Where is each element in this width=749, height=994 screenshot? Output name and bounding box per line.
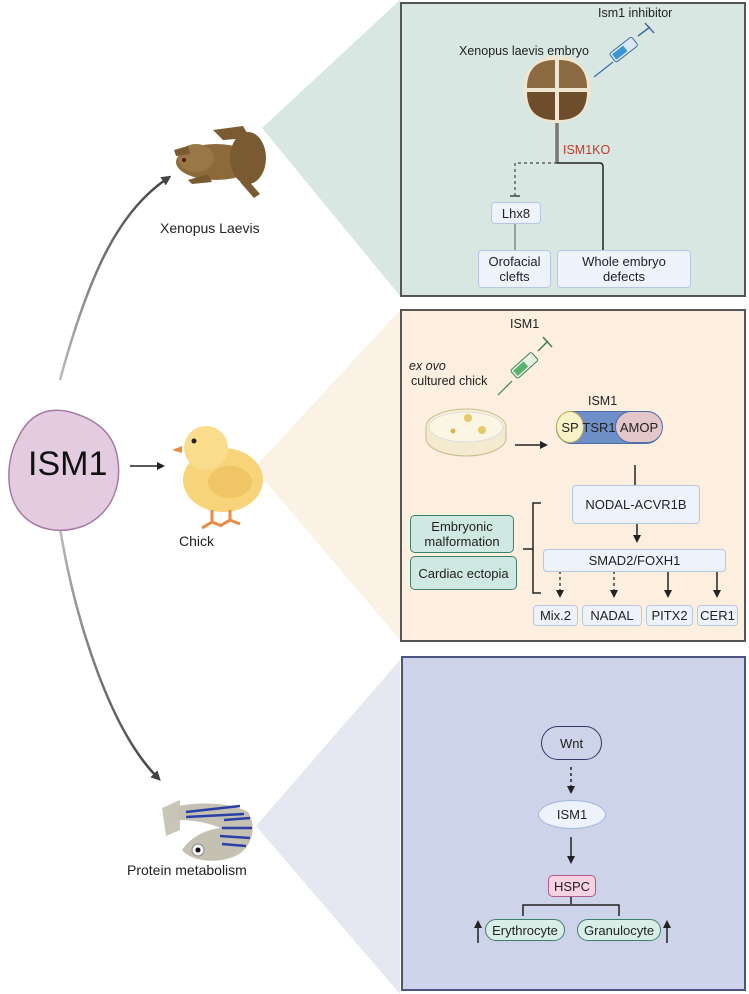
xenopus-embryo-label: Xenopus laevis embryo <box>459 44 589 58</box>
organism-label-zebrafish: Protein metabolism <box>127 862 247 878</box>
node-orofacial-clefts: Orofacial clefts <box>478 250 551 288</box>
phenotype-cardiac-ectopia: Cardiac ectopia <box>410 556 517 590</box>
central-label: ISM1 <box>28 445 108 483</box>
xenopus-pathway-graphics <box>510 22 655 250</box>
syringe-icon <box>497 336 553 396</box>
arc-to-xenopus <box>58 175 172 381</box>
zebrafish-icon <box>162 800 253 861</box>
domain-sp: SP <box>556 411 584 443</box>
chick-wedge <box>254 310 400 640</box>
domain-tsr1: TSR1 <box>582 419 616 435</box>
chick-pathway-graphics <box>425 336 721 598</box>
petri-dish-icon <box>425 408 507 457</box>
target-mix2: Mix.2 <box>533 605 578 626</box>
cultured-chick-label: cultured chick <box>411 374 488 388</box>
node-hspc: HSPC <box>548 875 596 897</box>
ism1ko-label: ISM1KO <box>563 143 611 157</box>
organism-label-xenopus: Xenopus Laevis <box>160 220 260 236</box>
node-granulocyte: Granulocyte <box>577 919 661 941</box>
domain-amop: AMOP <box>615 411 663 443</box>
node-lhx8: Lhx8 <box>491 202 541 224</box>
ism1-injection-label: ISM1 <box>510 317 540 331</box>
target-nadal: NADAL <box>582 605 642 626</box>
organism-label-chick: Chick <box>179 533 215 549</box>
node-whole-embryo-defects: Whole embryo defects <box>557 250 691 288</box>
ism1-blob <box>8 409 120 532</box>
ism1-protein-label: ISM1 <box>588 394 618 408</box>
xenopus-panel <box>400 2 746 297</box>
node-wnt: Wnt <box>541 726 602 760</box>
chick-icon <box>172 426 263 530</box>
arc-to-zebrafish <box>58 527 161 781</box>
node-smad2-foxh1: SMAD2/FOXH1 <box>543 549 726 572</box>
node-erythrocyte: Erythrocyte <box>485 919 565 941</box>
syringe-icon <box>593 22 655 78</box>
zebrafish-pathway-graphics <box>474 767 671 943</box>
phenotype-embryonic-malformation: Embryonic malformation <box>410 515 514 553</box>
node-ism1: ISM1 <box>538 800 606 829</box>
target-cer1: CER1 <box>697 605 738 626</box>
xenopus-wedge <box>262 0 400 296</box>
frog-icon <box>174 126 266 198</box>
ism1-inhibitor-label: Ism1 inhibitor <box>598 6 673 20</box>
ex-ovo-label: ex ovo <box>409 359 446 373</box>
target-pitx2: PITX2 <box>646 605 693 626</box>
ism1-protein-domains: SP TSR1 AMOP <box>556 411 663 444</box>
zebrafish-wedge <box>256 660 400 994</box>
xenopus-embryo-icon <box>523 55 591 123</box>
node-nodal-acvr1b: NODAL-ACVR1B <box>572 485 700 524</box>
